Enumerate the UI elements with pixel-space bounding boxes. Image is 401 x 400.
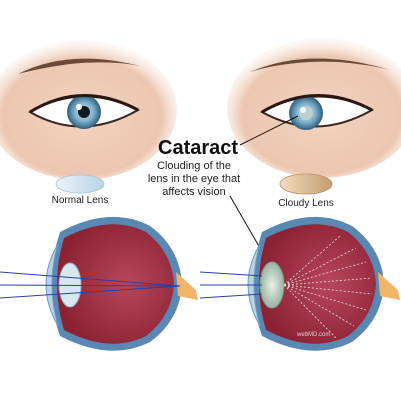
- cataract-title: Cataract: [158, 137, 239, 159]
- cataract-description: Clouding of the lens in the eye that aff…: [147, 160, 241, 198]
- pointer-line-iris: [239, 115, 299, 146]
- scattered-light-rays: [283, 235, 373, 339]
- cloudy-lens-icon: [279, 173, 333, 195]
- normal-lens-icon: [55, 174, 105, 194]
- left-eyebrow: [18, 58, 140, 74]
- cloudy-lens-in-eye: [259, 261, 285, 309]
- cataract-eye-photo: [227, 38, 401, 178]
- cataract-eyeball-cross-section: [199, 216, 400, 351]
- right-eyebrow: [250, 58, 390, 72]
- cloudy-lens-label: Cloudy Lens: [278, 198, 334, 209]
- source-credit: webMD.com: [297, 332, 331, 338]
- normal-lens-label: Normal Lens: [51, 195, 109, 206]
- normal-eyeball-cross-section: [0, 216, 198, 351]
- normal-eye-photo: [0, 40, 177, 180]
